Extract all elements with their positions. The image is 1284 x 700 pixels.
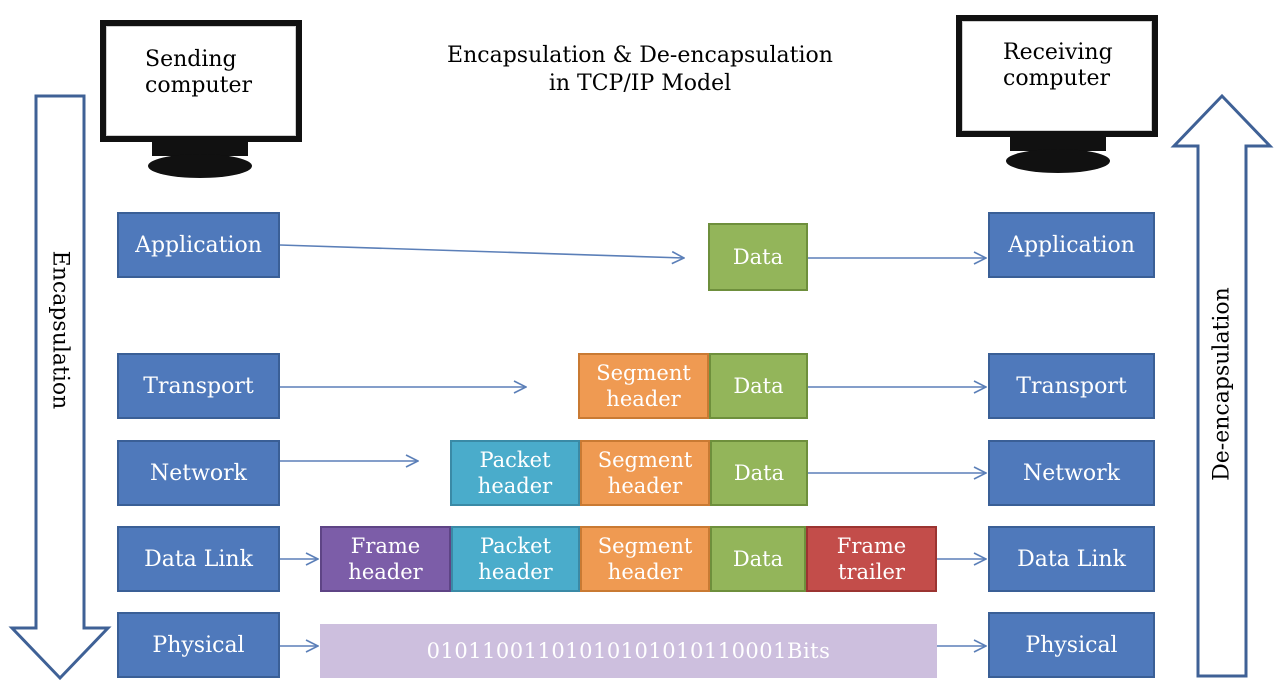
sending-line1: Sending [145, 47, 237, 72]
deencapsulation-arrow-icon [1170, 93, 1274, 678]
segment-line1: Segment [596, 361, 691, 385]
segment-line2: header [607, 560, 683, 584]
recv-layer-application: Application [988, 212, 1155, 278]
segment-line1: Segment [597, 448, 693, 472]
encapsulation-label: Encapsulation [47, 250, 73, 410]
title-line1: Encapsulation & De-encapsulation [447, 43, 833, 68]
trailer-line2: trailer [838, 560, 905, 584]
trailer-line1: Frame [836, 534, 907, 558]
recv-layer-physical: Physical [988, 612, 1155, 678]
connector-arrows [279, 244, 986, 646]
sending-computer-screen: Sending computer [106, 26, 296, 136]
packet-line2: header [477, 474, 553, 498]
packet-line1: Packet [479, 448, 551, 472]
diagram-title: Encapsulation & De-encapsulation in TCP/… [420, 42, 860, 98]
receiving-line2: computer [1003, 66, 1111, 91]
segment-line2: header [606, 387, 681, 411]
title-line2: in TCP/IP Model [548, 71, 732, 96]
send-layer-datalink: Data Link [117, 526, 280, 592]
datalink-data-block: Data [710, 526, 806, 592]
segment-line1: Segment [597, 534, 693, 558]
frame-line1: Frame [350, 534, 421, 558]
receiving-line1: Receiving [1003, 40, 1113, 65]
send-layer-application: Application [117, 212, 280, 278]
arrow-app-to-data [279, 244, 684, 258]
network-data-block: Data [710, 440, 808, 506]
sending-line2: computer [145, 73, 253, 98]
receiving-computer-screen: Receiving computer [962, 21, 1152, 131]
recv-layer-datalink: Data Link [988, 526, 1155, 592]
send-layer-network: Network [117, 440, 280, 506]
recv-layer-network: Network [988, 440, 1155, 506]
send-layer-physical: Physical [117, 612, 280, 678]
packet-line2: header [478, 560, 553, 584]
deencapsulation-label: De-encapsulation [1209, 287, 1235, 481]
app-data-block: Data [708, 223, 808, 291]
physical-bits-block: 01011001101010101010110001Bits [320, 624, 937, 678]
transport-data-block: Data [709, 353, 808, 419]
segment-line2: header [607, 474, 683, 498]
encapsulation-arrow-icon [8, 94, 112, 681]
frame-line2: header [348, 560, 423, 584]
packet-line1: Packet [479, 534, 552, 558]
send-layer-transport: Transport [117, 353, 280, 419]
recv-layer-transport: Transport [988, 353, 1155, 419]
